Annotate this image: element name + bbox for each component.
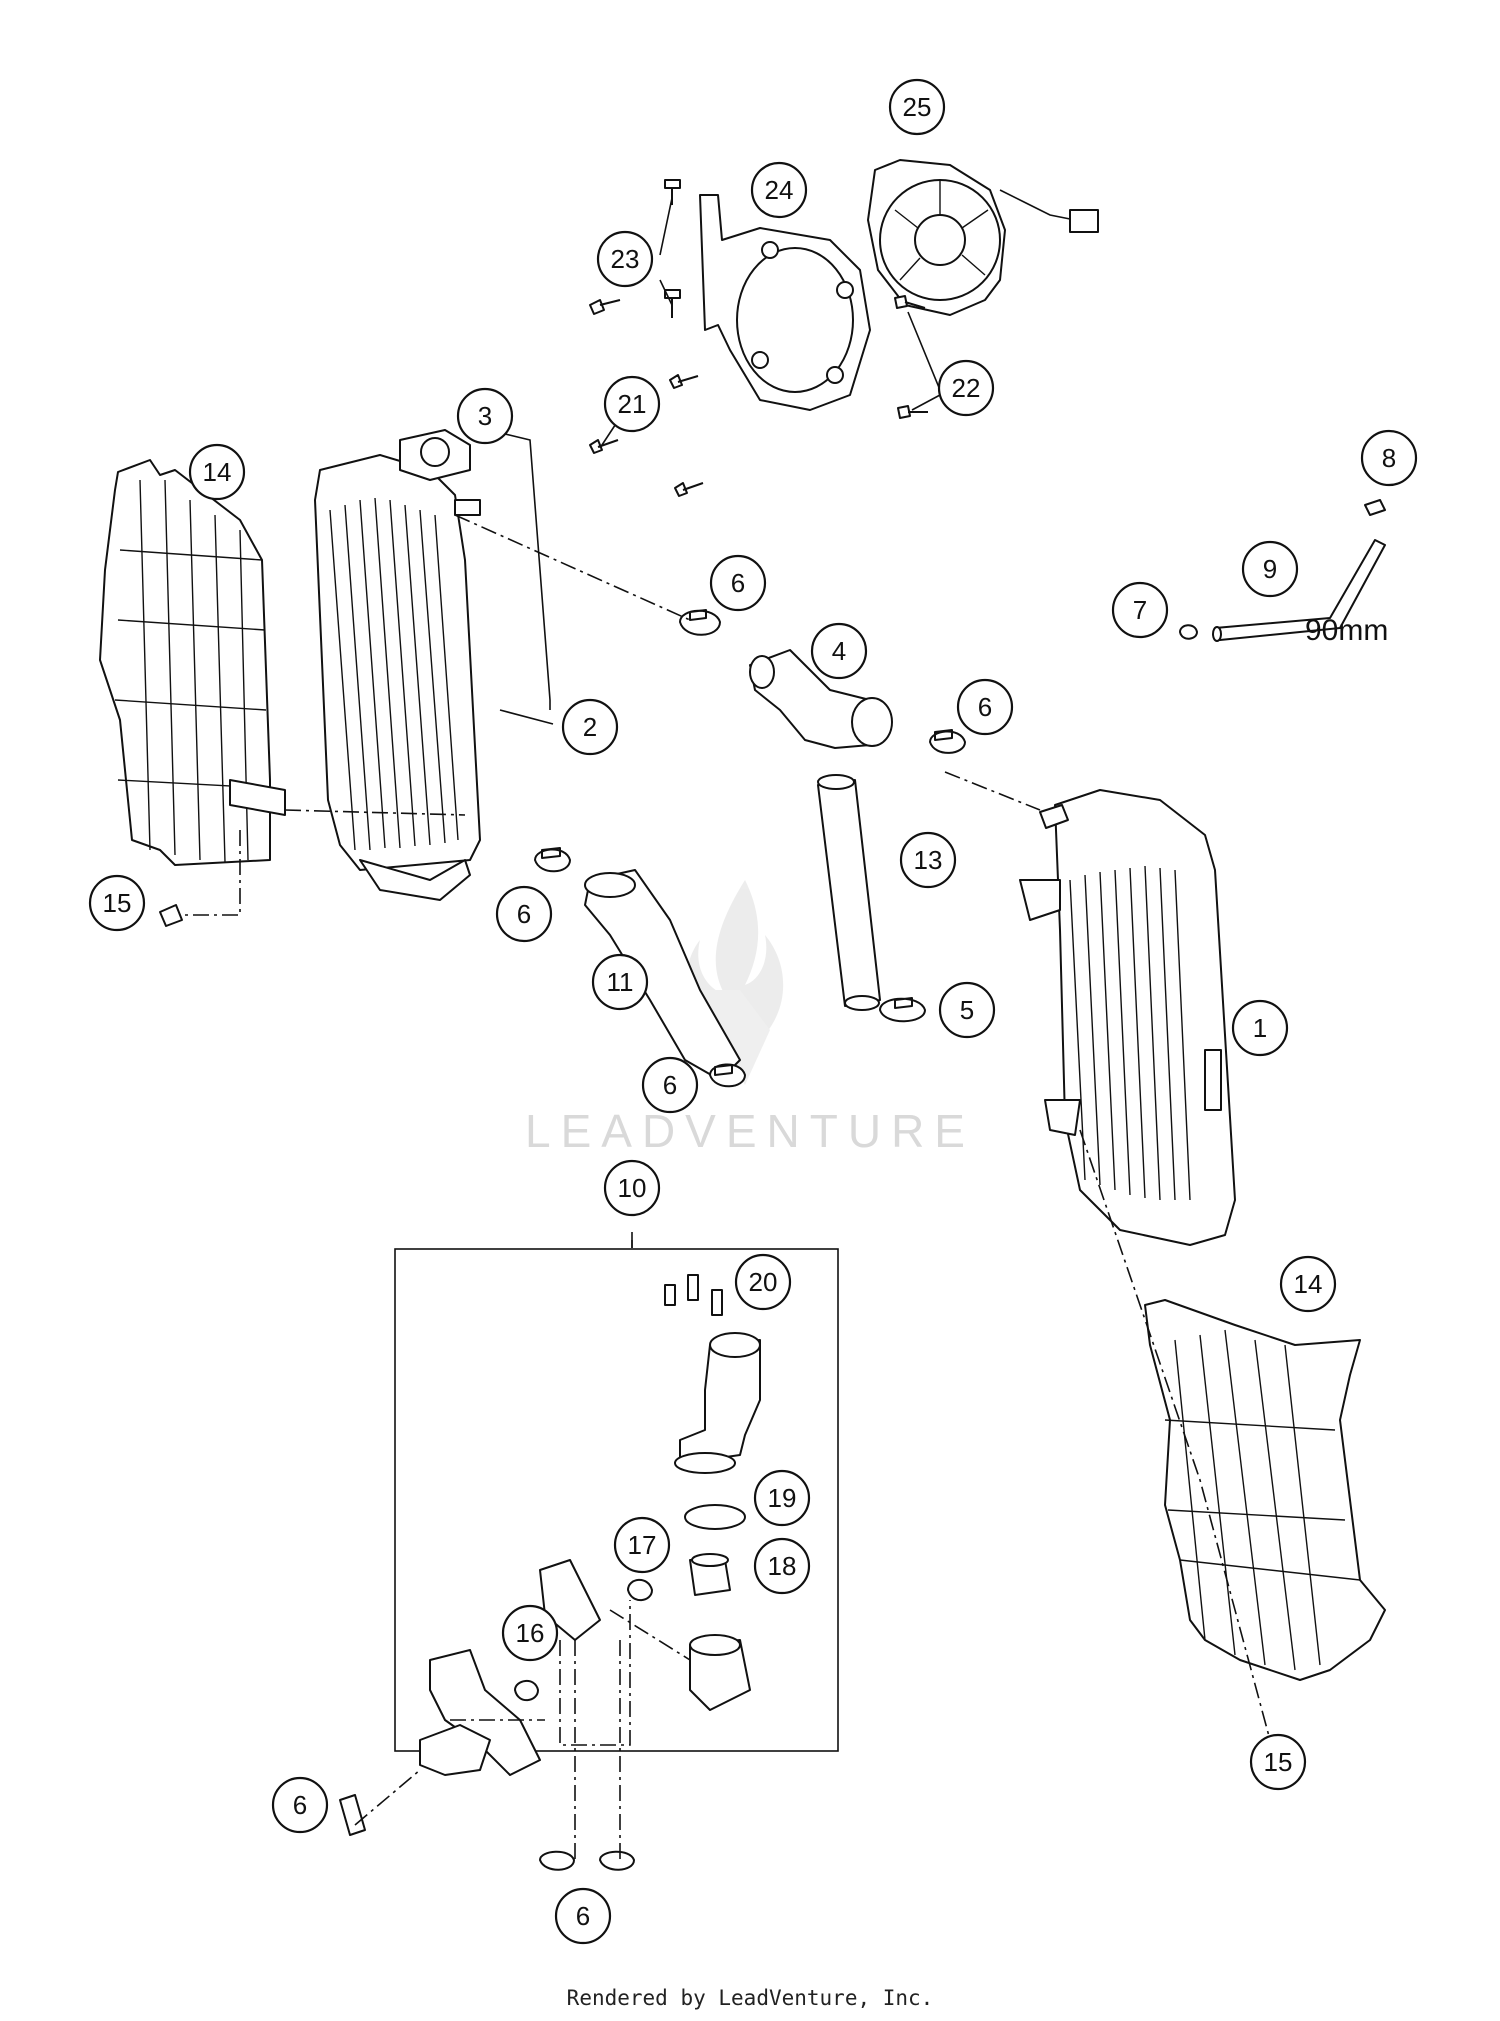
right-radiator-shroud	[1144, 1299, 1386, 1681]
pipe-13	[817, 774, 881, 1011]
svg-text:2: 2	[583, 712, 597, 742]
callout-14-left: 14	[188, 443, 246, 501]
svg-text:18: 18	[768, 1551, 797, 1581]
svg-text:6: 6	[663, 1070, 677, 1100]
svg-text:6: 6	[517, 899, 531, 929]
fan-bracket	[699, 194, 871, 411]
svg-text:9: 9	[1263, 554, 1277, 584]
svg-text:14: 14	[1294, 1269, 1323, 1299]
callout-2: 2	[561, 698, 619, 756]
callout-23: 23	[596, 230, 654, 288]
hose-9	[1212, 539, 1386, 642]
callout-5: 5	[938, 981, 996, 1039]
hose-clamps	[534, 499, 1386, 1088]
svg-text:19: 19	[768, 1483, 797, 1513]
svg-text:15: 15	[1264, 1747, 1293, 1777]
callout-6-f: 6	[554, 1887, 612, 1945]
thermostat-kit-box	[394, 1248, 839, 1752]
callout-10: 10	[603, 1159, 661, 1217]
cooling-fan	[867, 159, 1099, 316]
callout-6-d: 6	[641, 1056, 699, 1114]
callout-1: 1	[1231, 999, 1289, 1057]
hose-length-label: 90mm	[1305, 614, 1389, 647]
callout-leaders	[479, 197, 941, 1248]
callout-13: 13	[899, 831, 957, 889]
svg-text:11: 11	[607, 967, 634, 997]
callout-3: 3	[456, 387, 514, 445]
callout-17: 17	[613, 1516, 671, 1574]
svg-text:3: 3	[478, 401, 492, 431]
callout-18: 18	[753, 1537, 811, 1595]
callout-11: 11	[591, 953, 649, 1011]
left-radiator-shroud	[99, 459, 286, 866]
svg-text:20: 20	[749, 1267, 778, 1297]
callout-22: 22	[937, 359, 995, 417]
watermark-text: LEADVENTURE	[525, 1105, 975, 1157]
right-radiator	[1019, 789, 1236, 1246]
svg-text:25: 25	[903, 92, 932, 122]
callout-25: 25	[888, 78, 946, 136]
svg-text:7: 7	[1133, 595, 1147, 625]
svg-text:17: 17	[628, 1530, 657, 1560]
svg-text:1: 1	[1253, 1013, 1267, 1043]
hose-4	[749, 649, 893, 749]
thermostat-kit-parts	[159, 904, 1285, 1871]
svg-text:16: 16	[516, 1618, 545, 1648]
svg-text:5: 5	[960, 995, 974, 1025]
callout-15-right: 15	[1249, 1733, 1307, 1791]
callout-6-b: 6	[956, 678, 1014, 736]
left-radiator	[314, 429, 481, 901]
callout-16: 16	[501, 1604, 559, 1662]
svg-text:22: 22	[952, 373, 981, 403]
svg-text:6: 6	[978, 692, 992, 722]
svg-text:21: 21	[618, 389, 647, 419]
callout-21: 21	[603, 375, 661, 433]
callout-7: 7	[1111, 581, 1169, 639]
svg-text:23: 23	[611, 244, 640, 274]
svg-text:24: 24	[765, 175, 794, 205]
callout-6-e: 6	[271, 1776, 329, 1834]
callout-24: 24	[750, 161, 808, 219]
callout-4: 4	[810, 622, 868, 680]
dashed-leaders	[180, 514, 1271, 1860]
svg-text:8: 8	[1382, 443, 1396, 473]
svg-text:14: 14	[203, 457, 232, 487]
svg-text:13: 13	[914, 845, 943, 875]
svg-text:10: 10	[618, 1173, 647, 1203]
svg-text:6: 6	[293, 1790, 307, 1820]
callout-6-a: 6	[709, 554, 767, 612]
callout-6-c: 6	[495, 885, 553, 943]
callout-15-left: 15	[88, 874, 146, 932]
callout-14-right: 14	[1279, 1255, 1337, 1313]
svg-text:15: 15	[103, 888, 132, 918]
svg-text:4: 4	[832, 636, 846, 666]
callout-9: 9	[1241, 540, 1299, 598]
callout-20: 20	[734, 1253, 792, 1311]
footer-credit: Rendered by LeadVenture, Inc.	[566, 1986, 934, 2010]
callout-8: 8	[1360, 429, 1418, 487]
svg-text:6: 6	[576, 1901, 590, 1931]
callout-19: 19	[753, 1469, 811, 1527]
svg-text:6: 6	[731, 568, 745, 598]
